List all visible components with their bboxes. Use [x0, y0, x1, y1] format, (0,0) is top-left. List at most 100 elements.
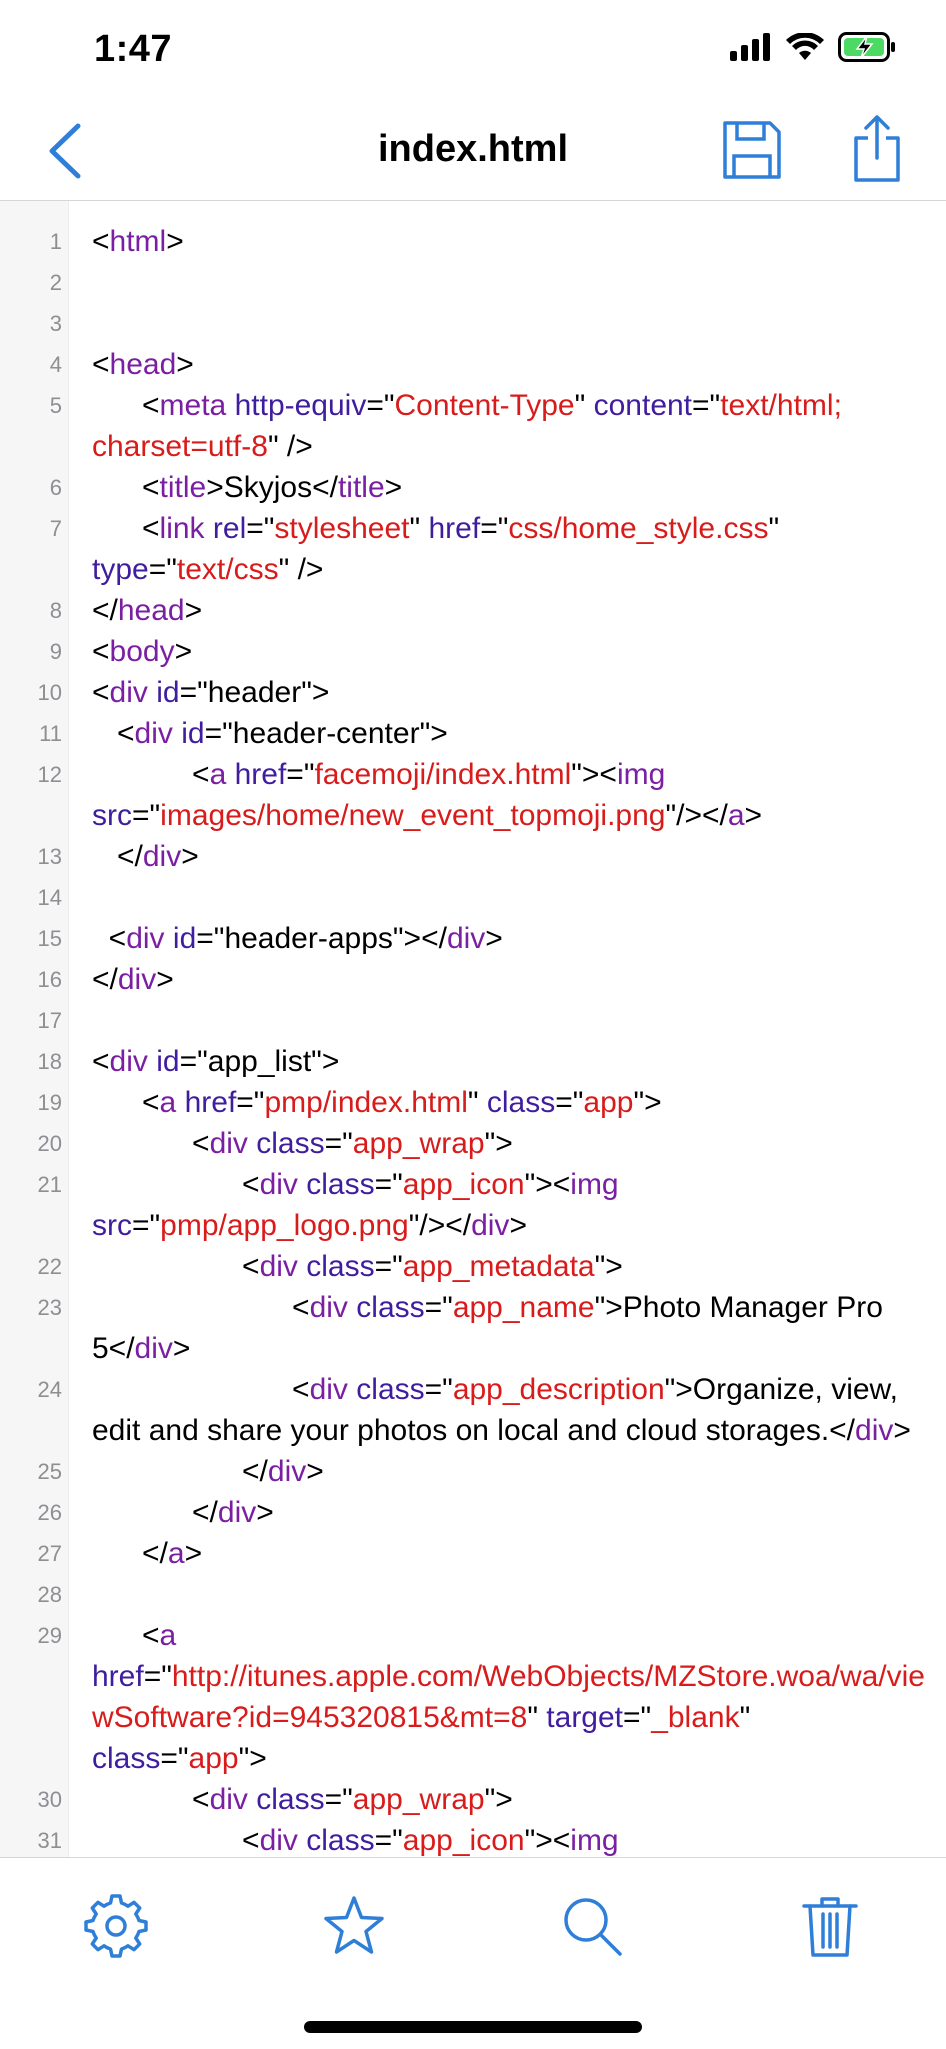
- delete-button[interactable]: [798, 1894, 862, 1958]
- line-number: 31: [37, 1828, 62, 1853]
- code-text[interactable]: <div class="app_icon"><img: [92, 1824, 619, 1857]
- line-number: 20: [37, 1131, 62, 1156]
- code-line: 2: [0, 262, 946, 303]
- code-text[interactable]: <div id="header">: [92, 676, 330, 709]
- code-line: 23 <div class="app_name">Photo Manager P…: [0, 1287, 946, 1369]
- status-bar: 1:47: [0, 0, 946, 100]
- code-line: 17: [0, 1000, 946, 1041]
- code-text[interactable]: <div class="app_wrap">: [92, 1783, 513, 1816]
- trash-icon: [802, 1897, 858, 1957]
- line-number: 13: [37, 844, 62, 869]
- code-line: 9 <body>: [0, 631, 946, 672]
- code-text[interactable]: <meta http-equiv="Content-Type" content=…: [92, 389, 851, 463]
- code-text[interactable]: <div class="app_name">Photo Manager Pro …: [92, 1291, 892, 1365]
- line-number: 7: [49, 516, 62, 541]
- settings-button[interactable]: [84, 1894, 148, 1958]
- code-line: 1 <html>: [0, 221, 946, 262]
- code-line: 4<head>: [0, 344, 946, 385]
- code-text[interactable]: <a href="http://itunes.apple.com/WebObje…: [92, 1619, 925, 1775]
- line-number: 10: [37, 680, 62, 705]
- code-line: 24 <div class="app_description">Organize…: [0, 1369, 946, 1451]
- code-line: 14: [0, 877, 946, 918]
- code-text[interactable]: [92, 1574, 932, 1615]
- code-line: 15 <div id="header-apps"></div>: [0, 918, 946, 959]
- back-button[interactable]: [42, 120, 92, 182]
- line-number: 6: [49, 475, 62, 500]
- share-icon: [854, 115, 900, 182]
- status-time: 1:47: [94, 28, 173, 70]
- line-number: 22: [37, 1254, 62, 1279]
- code-line: 31 <div class="app_icon"><img: [0, 1820, 946, 1857]
- status-icons: [730, 32, 896, 62]
- line-number: 24: [37, 1377, 62, 1402]
- code-line: 22 <div class="app_metadata">: [0, 1246, 946, 1287]
- save-button[interactable]: [722, 120, 782, 180]
- code-line: 11 <div id="header-center">: [0, 713, 946, 754]
- code-text[interactable]: <div class="app_wrap">: [92, 1127, 513, 1160]
- code-text[interactable]: <html>: [92, 225, 184, 258]
- code-text[interactable]: </div>: [92, 1455, 324, 1488]
- code-line: 26 </div>: [0, 1492, 946, 1533]
- code-text[interactable]: </div>: [92, 963, 174, 996]
- line-number: 27: [37, 1541, 62, 1566]
- wifi-icon: [786, 33, 824, 61]
- code-line: 6 <title>Skyjos</title>: [0, 467, 946, 508]
- line-number: 16: [37, 967, 62, 992]
- code-text[interactable]: <div id="app_list">: [92, 1045, 340, 1078]
- code-text[interactable]: <div class="app_metadata">: [92, 1250, 623, 1283]
- code-text[interactable]: <a href="facemoji/index.html"><img src="…: [92, 758, 763, 832]
- line-number: 28: [37, 1582, 62, 1607]
- share-button[interactable]: [852, 114, 902, 182]
- search-icon: [564, 1898, 622, 1956]
- line-number: 19: [37, 1090, 62, 1115]
- code-line: 13 </div>: [0, 836, 946, 877]
- favorites-button[interactable]: [322, 1894, 386, 1958]
- line-number: 5: [49, 393, 62, 418]
- code-text[interactable]: <title>Skyjos</title>: [92, 471, 403, 504]
- line-number: 15: [37, 926, 62, 951]
- code-text[interactable]: <link rel="stylesheet" href="css/home_st…: [92, 512, 788, 586]
- star-icon: [324, 1896, 384, 1954]
- line-number: 26: [37, 1500, 62, 1525]
- line-number: 23: [37, 1295, 62, 1320]
- line-number: 17: [37, 1008, 62, 1033]
- code-text[interactable]: [92, 262, 932, 303]
- code-text[interactable]: [92, 303, 932, 344]
- cellular-signal-icon: [730, 33, 772, 61]
- code-line: 28: [0, 1574, 946, 1615]
- code-text[interactable]: [92, 877, 932, 918]
- code-text[interactable]: [92, 1000, 932, 1041]
- bottom-toolbar: [0, 1857, 946, 2049]
- code-text[interactable]: <div id="header-center">: [92, 717, 448, 750]
- code-text[interactable]: </head>: [92, 594, 203, 627]
- code-text[interactable]: <a href="pmp/index.html" class="app">: [92, 1086, 662, 1119]
- search-button[interactable]: [560, 1894, 624, 1958]
- code-text[interactable]: <div id="header-apps"></div>: [92, 922, 503, 955]
- floppy-disk-icon: [723, 121, 781, 179]
- code-text[interactable]: <div class="app_icon"><img src="pmp/app_…: [92, 1168, 619, 1242]
- line-number: 21: [37, 1172, 62, 1197]
- code-line: 7 <link rel="stylesheet" href="css/home_…: [0, 508, 946, 590]
- code-text[interactable]: </a>: [92, 1537, 203, 1570]
- code-line: 8 </head>: [0, 590, 946, 631]
- line-number: 14: [37, 885, 62, 910]
- code-text[interactable]: <body>: [92, 635, 193, 668]
- code-text[interactable]: </div>: [92, 840, 199, 873]
- line-number: 30: [37, 1787, 62, 1812]
- code-text[interactable]: <div class="app_description">Organize, v…: [92, 1373, 911, 1447]
- line-number: 1: [49, 229, 62, 254]
- code-text[interactable]: </div>: [92, 1496, 274, 1529]
- code-line: 18<div id="app_list">: [0, 1041, 946, 1082]
- code-line: 3: [0, 303, 946, 344]
- navigation-bar: index.html: [0, 100, 946, 201]
- code-line: 21 <div class="app_icon"><img src="pmp/a…: [0, 1164, 946, 1246]
- code-line: 19 <a href="pmp/index.html" class="app">: [0, 1082, 946, 1123]
- code-line: 29 <a href="http://itunes.apple.com/WebO…: [0, 1615, 946, 1779]
- line-number: 9: [49, 639, 62, 664]
- gear-icon: [84, 1894, 148, 1958]
- code-text[interactable]: <head>: [92, 348, 194, 381]
- page-title: index.html: [377, 128, 569, 170]
- line-number: 8: [49, 598, 62, 623]
- code-line: 27 </a>: [0, 1533, 946, 1574]
